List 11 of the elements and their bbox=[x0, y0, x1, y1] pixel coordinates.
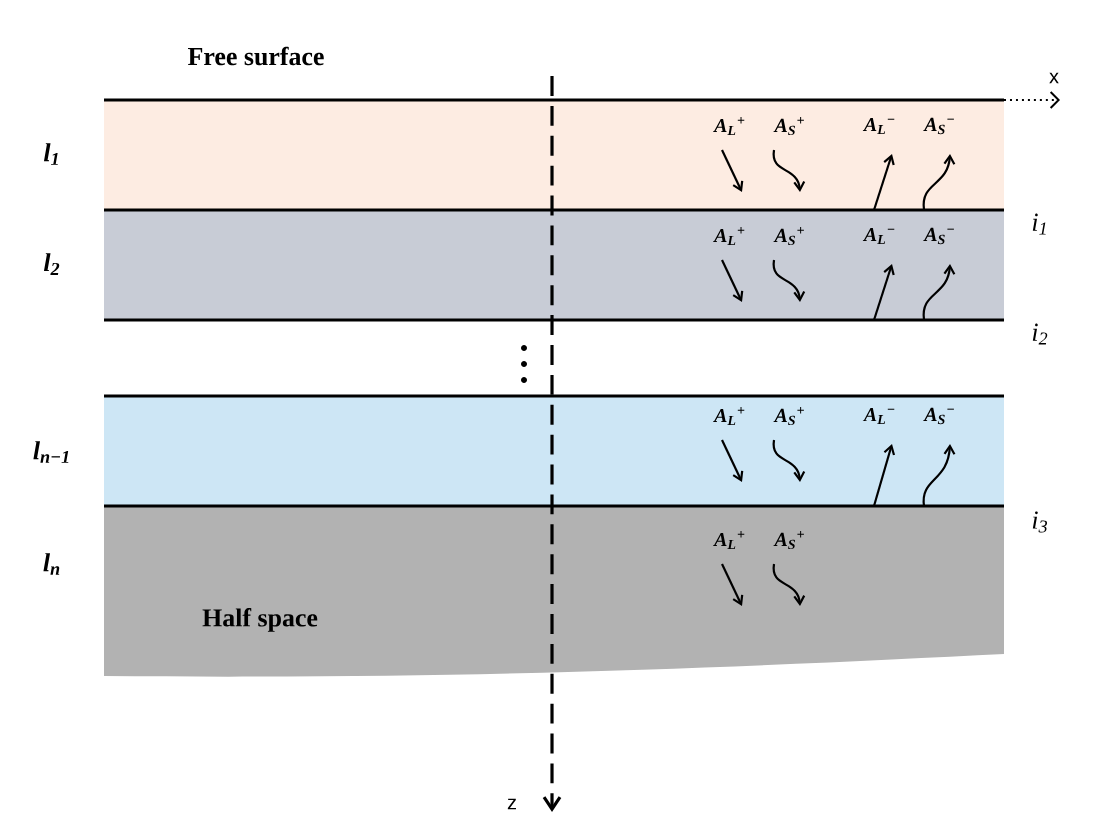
layer-label: l$_{2}$ bbox=[43, 253, 60, 275]
axis-label: z bbox=[507, 798, 516, 810]
axis-label: x bbox=[1049, 72, 1059, 84]
interface-label: i$_{1}$ bbox=[1032, 213, 1046, 235]
interface-label: i$_{3}$ bbox=[1032, 511, 1047, 533]
layer-label: l$_{1}$ bbox=[43, 143, 58, 165]
region-label: Half space bbox=[202, 608, 318, 632]
layer-label: l$_{n}$ bbox=[43, 553, 60, 575]
interface-label: i$_{2}$ bbox=[1032, 323, 1048, 345]
heading: Free surface bbox=[188, 46, 324, 66]
layer-label: l$_{n−1}$ bbox=[33, 441, 69, 463]
